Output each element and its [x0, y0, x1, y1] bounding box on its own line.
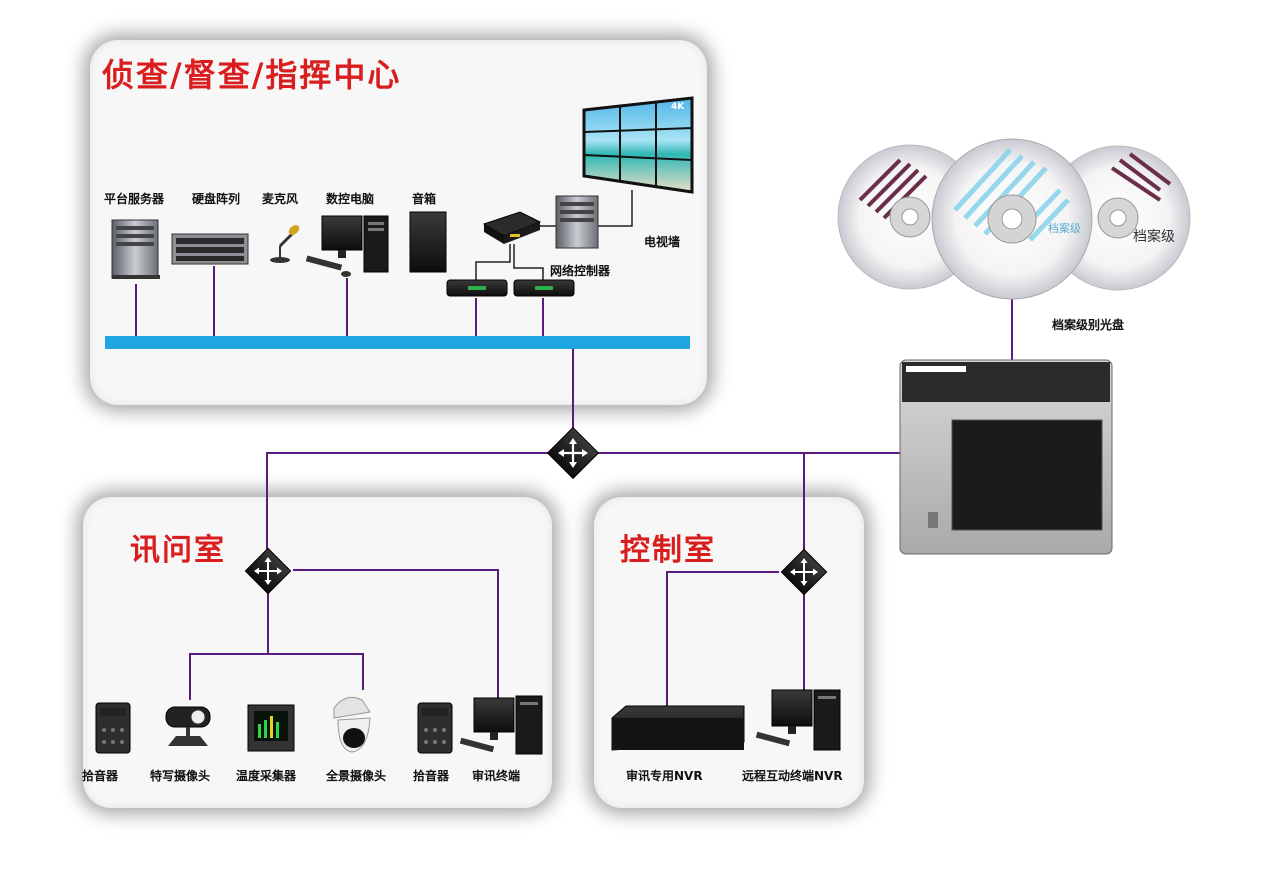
sound-pickup-2-label: 拾音器: [413, 769, 450, 783]
decoder-2-icon: [513, 279, 575, 297]
disc-middle-text: 档案级: [1048, 222, 1081, 235]
wall-server-icon: [555, 195, 599, 249]
archive-disc-middle-icon: [931, 138, 1093, 300]
control-switch: [780, 548, 828, 596]
sound-pickup-1-icon: [95, 702, 131, 754]
microphone-icon: [270, 225, 300, 263]
core-wiring: [189, 295, 1013, 706]
decoder-1-icon: [446, 279, 508, 297]
bus-drop-lines: [135, 266, 544, 336]
video-wall-label: 电视墙: [644, 235, 681, 249]
control-pc-icon: [305, 215, 389, 277]
panoramic-camera-label: 全景摄像头: [326, 769, 387, 783]
temp-collector-label: 温度采集器: [236, 769, 297, 783]
microphone-label: 麦克风: [262, 192, 299, 206]
disc-burner-icon: [899, 359, 1113, 555]
speaker-icon: [409, 211, 447, 273]
disc-right-text: 档案级: [1133, 229, 1175, 245]
network-controller-label: 网络控制器: [550, 264, 611, 278]
interrogation-switch: [244, 547, 292, 595]
interrogation-room-title: 讯问室: [130, 533, 226, 568]
video-wall-icon: [582, 96, 694, 194]
platform-server-label: 平台服务器: [104, 192, 165, 206]
control-room-title: 控制室: [620, 533, 716, 568]
nvr-icon: [611, 705, 745, 751]
video-wall-badge: 4K: [671, 102, 685, 112]
remote-terminal-label: 远程互动终端NVR: [742, 769, 843, 783]
interrogation-terminal-icon: [459, 695, 543, 755]
network-controller-icon: [482, 211, 542, 244]
disk-array-label: 硬盘阵列: [192, 192, 241, 206]
command-center-title: 侦查/督查/指挥中心: [102, 56, 402, 94]
disk-array-icon: [171, 233, 249, 265]
speaker-label: 音箱: [412, 192, 437, 206]
nvr-label: 审讯专用NVR: [626, 769, 703, 783]
panoramic-camera-icon: [333, 696, 371, 753]
temp-collector-icon: [247, 704, 295, 752]
archive-disc-label: 档案级别光盘: [1052, 318, 1125, 332]
control-pc-label: 数控电脑: [326, 192, 375, 206]
core-switch: [546, 426, 600, 480]
control-room-panel: [594, 497, 864, 808]
interrogation-terminal-label: 审讯终端: [472, 769, 521, 783]
closeup-camera-label: 特写摄像头: [150, 769, 211, 783]
closeup-camera-icon: [165, 706, 211, 746]
sound-pickup-1-label: 拾音器: [82, 769, 119, 783]
platform-server-icon: [111, 219, 160, 279]
network-bus: [105, 336, 690, 349]
sound-pickup-2-icon: [417, 702, 453, 754]
interrogation-room-panel: [83, 497, 552, 808]
remote-terminal-icon: [755, 689, 841, 751]
controller-links: [475, 190, 633, 280]
